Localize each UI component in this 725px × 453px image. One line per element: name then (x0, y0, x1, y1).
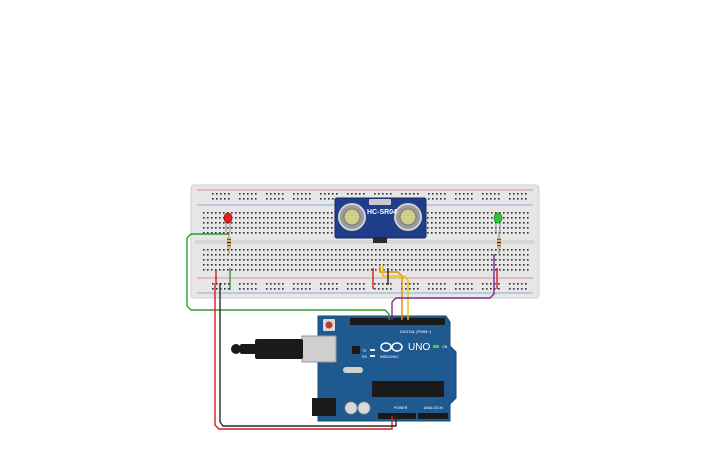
atmega-chip (372, 381, 444, 397)
wire-yellow-echo[interactable] (382, 266, 409, 320)
arduino-uno-board[interactable]: DIGITAL (PWM~) UNO ARDUINO ON TX RX (231, 315, 457, 422)
resistor-right[interactable] (497, 232, 501, 254)
capacitor-left (344, 401, 358, 415)
digital-header[interactable] (350, 318, 445, 325)
ultrasonic-sensor[interactable]: HC-SR04 (334, 197, 427, 243)
analog-header[interactable] (418, 413, 448, 419)
led-green[interactable] (493, 212, 503, 232)
on-label: ON (442, 345, 448, 349)
usb-cable[interactable] (231, 339, 303, 359)
wire-black-gnd[interactable] (219, 283, 397, 427)
tx-label: TX (362, 349, 367, 353)
brand-label: ARDUINO (380, 354, 398, 359)
resistor-left[interactable] (227, 232, 231, 254)
usb-port[interactable] (301, 335, 337, 363)
power-jack[interactable] (312, 398, 336, 416)
wires[interactable] (186, 233, 498, 430)
capacitor-right (357, 401, 371, 415)
wire-orange-trig[interactable] (379, 266, 403, 320)
usb-chip (352, 346, 360, 354)
model-label: UNO (408, 342, 430, 353)
digital-header-label: DIGITAL (PWM~) (400, 329, 432, 334)
power-label: POWER (394, 406, 408, 410)
crystal (343, 367, 363, 373)
wire-purple[interactable] (391, 254, 495, 320)
breadboard-holes[interactable] (203, 193, 529, 290)
breadboard[interactable] (190, 184, 540, 299)
sensor-label: HC-SR04 (367, 209, 397, 216)
led-red[interactable] (223, 212, 233, 232)
rx-label: RX (362, 355, 368, 359)
wire-green[interactable] (186, 233, 390, 320)
analog-label: ANALOG IN (424, 406, 444, 410)
on-led (433, 345, 439, 348)
arduino-logo-icon (380, 342, 403, 352)
power-header[interactable] (378, 413, 416, 419)
wire-red-vcc[interactable] (214, 283, 393, 430)
